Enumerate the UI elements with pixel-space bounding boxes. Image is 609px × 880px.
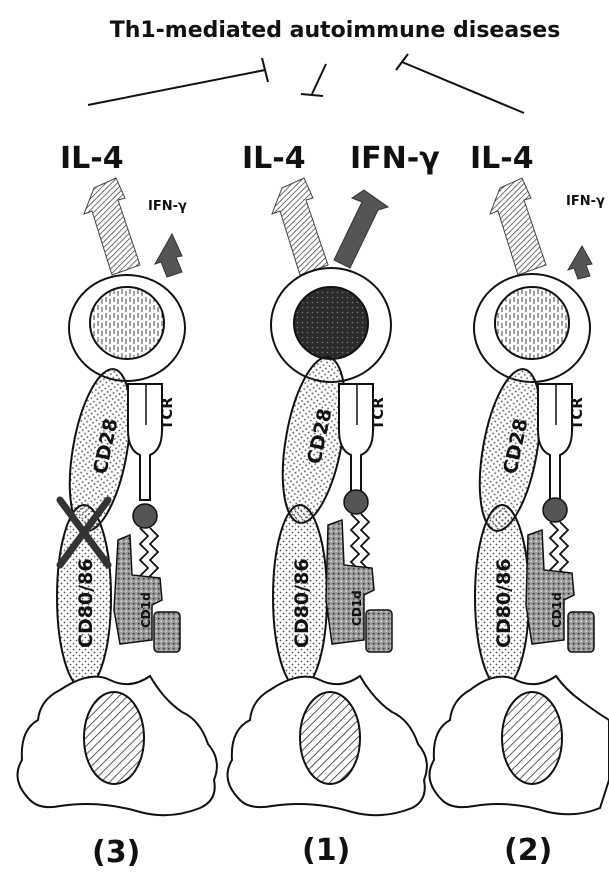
cell-2-tcr: TCR xyxy=(538,384,586,594)
cell-3-ifn-label: IFN-γ xyxy=(148,199,187,214)
cell-2: IL-4 IFN-γ CD28 CD80/86 TCR xyxy=(430,141,609,868)
cell-2-apc xyxy=(430,676,609,814)
cell-1-il4-arrow xyxy=(272,178,328,275)
cell-3-cd80-label: CD80/86 xyxy=(75,558,97,648)
cell-3-number: (3) xyxy=(92,835,140,870)
cell-1: IL-4 IFN-γ CD28 CD80/86 TCR xyxy=(228,141,440,868)
cell-3-t-cell xyxy=(69,275,185,381)
cell-1-cd80: CD80/86 xyxy=(273,505,327,689)
cell-2-ifn-arrow xyxy=(568,246,592,279)
cell-3-ifn-arrow xyxy=(155,234,182,277)
cell-2-il4-arrow xyxy=(490,178,546,275)
cell-3: IL-4 IFN-γ CD28 CD80/86 xyxy=(18,141,217,870)
cell-1-il4-label: IL-4 xyxy=(242,141,306,176)
cell-1-cd80-label: CD80/86 xyxy=(291,558,313,648)
cell-1-number: (1) xyxy=(302,833,350,868)
cell-3-il4-label: IL-4 xyxy=(60,141,124,176)
cell-2-cd1d-label: CD1d xyxy=(550,592,564,628)
cell-1-ifn-label: IFN-γ xyxy=(350,141,440,176)
inhibition-lines xyxy=(88,54,524,113)
cell-3-tcr: TCR xyxy=(128,384,176,600)
cell-3-cd1d-label: CD1d xyxy=(139,592,153,628)
cell-2-number: (2) xyxy=(504,833,552,868)
cell-1-apc xyxy=(228,676,427,815)
cell-2-cd1d: CD1d xyxy=(526,530,594,652)
cell-2-cd80: CD80/86 xyxy=(475,505,529,689)
cell-3-il4-arrow xyxy=(84,178,140,275)
cell-1-tcr-label: TCR xyxy=(369,397,387,430)
cell-2-cd80-label: CD80/86 xyxy=(493,558,515,648)
cell-2-t-cell xyxy=(474,274,590,382)
cell-3-apc xyxy=(18,676,217,815)
cell-3-tcr-label: TCR xyxy=(158,397,176,430)
cell-1-cd1d: CD1d xyxy=(326,520,392,652)
cell-2-ifn-label: IFN-γ xyxy=(566,194,605,209)
cell-1-ifn-arrow xyxy=(334,190,388,268)
diagram-title: Th1-mediated autoimmune diseases xyxy=(110,18,561,43)
cell-1-cd1d-label: CD1d xyxy=(350,590,364,626)
cell-2-tcr-label: TCR xyxy=(568,397,586,430)
cell-1-tcr: TCR xyxy=(339,384,387,586)
cell-2-il4-label: IL-4 xyxy=(470,141,534,176)
